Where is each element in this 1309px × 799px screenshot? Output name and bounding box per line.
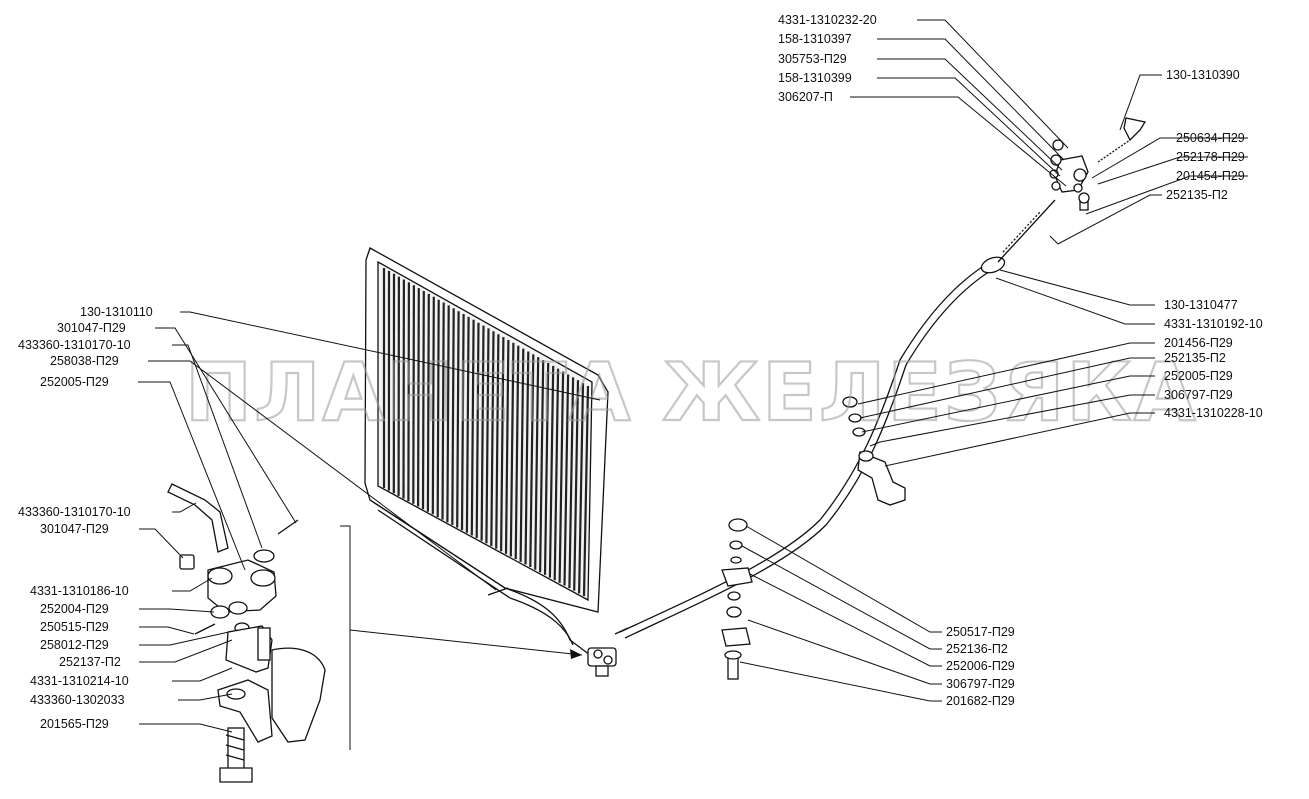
part-label: 252178-П29 (1176, 150, 1245, 164)
top-bracket-assembly (1049, 117, 1147, 211)
radiator-fin (582, 385, 590, 597)
part-label: 258012-П29 (40, 638, 109, 652)
part-label: 252006-П29 (946, 659, 1015, 673)
radiator-fin (543, 362, 550, 575)
part-label: 4331-1310214-10 (30, 674, 129, 688)
heater-valve (587, 647, 617, 677)
radiator-fin (500, 337, 505, 552)
part-label: 305753-П29 (778, 52, 847, 66)
radiator-fin (485, 328, 490, 544)
radiator-fin (441, 302, 445, 520)
part-label: 4331-1310228-10 (1164, 406, 1263, 420)
watermark: ПЛАНЕТА ЖЕЛЕЗЯКА (185, 346, 1198, 439)
radiator-fin (578, 383, 585, 594)
radiator-fin (548, 365, 555, 578)
radiator-fin (573, 380, 580, 591)
radiator-fin (563, 374, 570, 586)
part-label: 250517-П29 (946, 625, 1015, 639)
radiator-fin (426, 293, 430, 512)
part-label: 301047-П29 (57, 321, 126, 335)
radiator-fin (431, 296, 435, 515)
radiator-fin (539, 360, 545, 573)
radiator-fin (470, 319, 475, 536)
radiator-fin (558, 371, 565, 583)
part-label: 4331-1310192-10 (1164, 317, 1263, 331)
part-label: 252135-П2 (1166, 188, 1228, 202)
radiator-fin (480, 325, 485, 541)
radiator-fin (446, 305, 450, 523)
radiator-fin (519, 348, 525, 562)
assembly-bracket-marker (340, 525, 583, 750)
middle-clamp-stack (721, 518, 753, 680)
radiator-fin (412, 285, 415, 504)
part-label: 252004-П29 (40, 602, 109, 616)
part-label: 158-1310397 (778, 32, 852, 46)
part-label: 4331-1310232-20 (778, 13, 877, 27)
cable-clamp (842, 396, 906, 506)
part-label: 158-1310399 (778, 71, 852, 85)
part-label: 130-1310390 (1166, 68, 1240, 82)
part-label: 252136-П2 (946, 642, 1008, 656)
part-label: 130-1310110 (80, 305, 153, 319)
part-label: 201565-П29 (40, 717, 109, 731)
radiator-fin (524, 351, 530, 565)
radiator-fin (475, 322, 480, 539)
part-label: 306797-П29 (1164, 388, 1233, 402)
radiator-fin (456, 311, 460, 528)
part-label: 306797-П29 (946, 677, 1015, 691)
radiator-fin (460, 313, 465, 531)
part-label: 252135-П2 (1164, 351, 1226, 365)
radiator-fin (514, 345, 520, 560)
radiator-fin (451, 308, 455, 525)
radiator-fins (382, 268, 590, 597)
part-label: 201682-П29 (946, 694, 1015, 708)
radiator-fin (465, 316, 470, 533)
pin (487, 587, 509, 596)
part-label: 433360-1310170-10 (18, 338, 131, 352)
part-label: 301047-П29 (40, 522, 109, 536)
part-label: 258038-П29 (50, 354, 119, 368)
radiator-fin (504, 339, 510, 554)
part-label: 201456-П29 (1164, 336, 1233, 350)
part-label: 306207-П (778, 90, 833, 104)
part-label: 201454-П29 (1176, 169, 1245, 183)
radiator-fin (417, 288, 420, 507)
leader-lines (138, 19, 1248, 733)
radiator-fin (436, 299, 440, 518)
radiator-fin (534, 357, 540, 570)
heater-radiator (364, 247, 609, 656)
radiator-fin (407, 282, 410, 502)
radiator-fin (490, 331, 495, 547)
radiator-fin (568, 377, 575, 589)
part-label: 252137-П2 (59, 655, 121, 669)
radiator-fin (421, 290, 425, 510)
part-labels: 4331-1310232-20 158-1310397 305753-П29 1… (18, 13, 1263, 731)
left-lever-assembly (167, 483, 326, 783)
part-label: 252005-П29 (1164, 369, 1233, 383)
part-label: 250515-П29 (40, 620, 109, 634)
part-label: 130-1310477 (1164, 298, 1238, 312)
part-label: 433360-1302033 (30, 693, 125, 707)
radiator-fin (553, 368, 560, 581)
part-label: 433360-1310170-10 (18, 505, 131, 519)
part-label: 4331-1310186-10 (30, 584, 129, 598)
part-label: 252005-П29 (40, 375, 109, 389)
radiator-fin (509, 342, 515, 557)
radiator-fin (529, 354, 535, 568)
part-label: 250634-П29 (1176, 131, 1245, 145)
radiator-fin (495, 334, 500, 549)
